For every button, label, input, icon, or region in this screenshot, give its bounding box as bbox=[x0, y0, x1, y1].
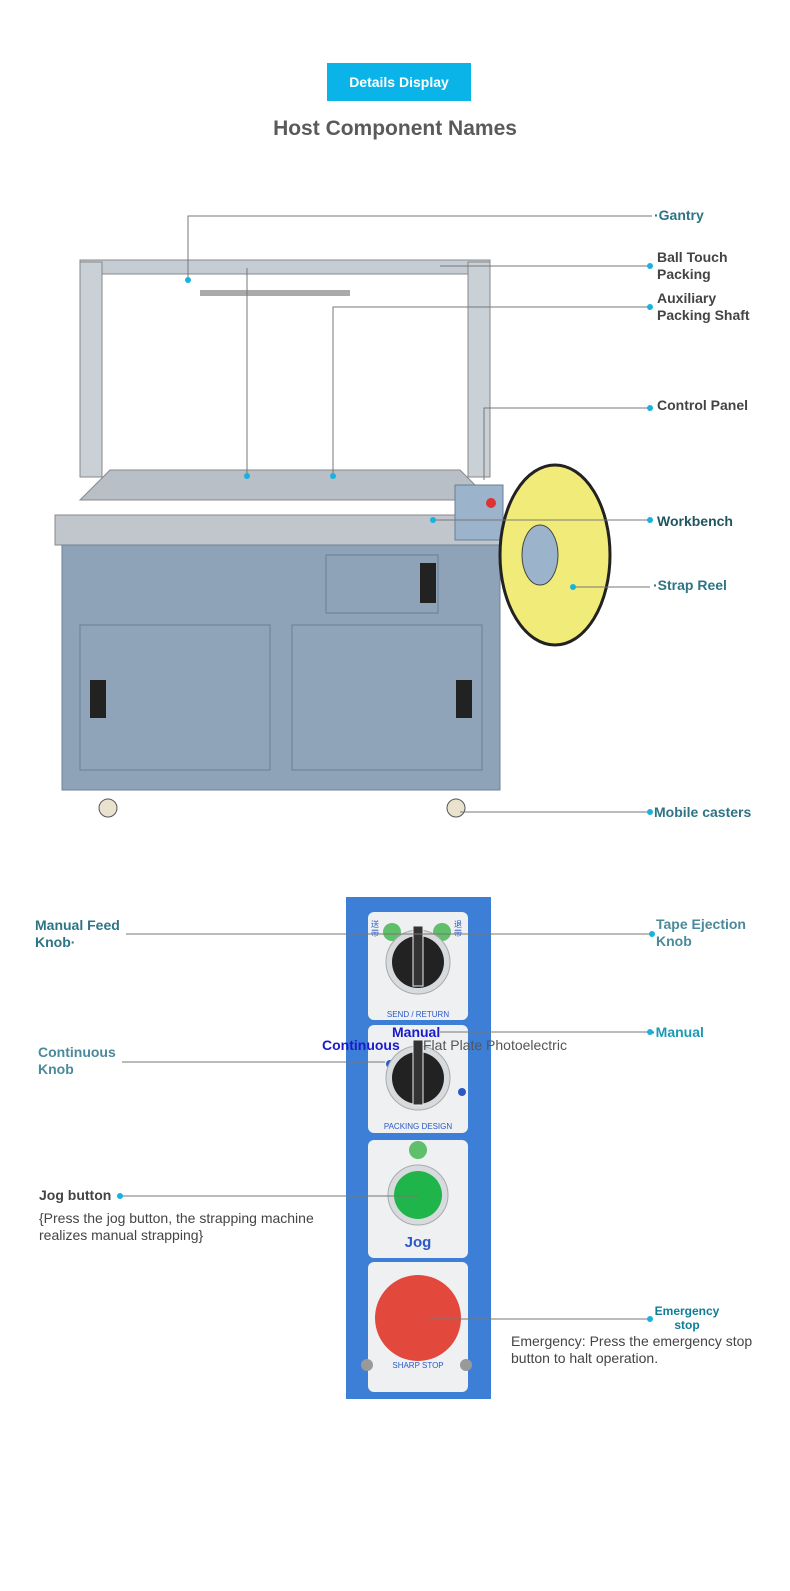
sharp-stop-text: SHARP STOP bbox=[392, 1361, 444, 1370]
label-manual-feed-knob: Manual Feed Knob· bbox=[35, 917, 120, 950]
jog-description: {Press the jog button, the strapping mac… bbox=[39, 1210, 314, 1243]
control-panel-image bbox=[346, 897, 491, 1399]
label-jog-button: Jog button bbox=[39, 1187, 112, 1203]
overlay-manual: Manual bbox=[392, 1024, 441, 1040]
label-auxiliary-packing-shaft: Auxiliary Packing Shaft bbox=[657, 290, 750, 323]
label-manual: ·Manual bbox=[651, 1024, 704, 1040]
label-mobile-casters: Mobile casters bbox=[654, 804, 752, 820]
details-display-badge: Details Display bbox=[327, 63, 471, 101]
overlay-continuous: Continuous bbox=[322, 1037, 400, 1053]
page-title: Host Component Names bbox=[273, 117, 517, 140]
emergency-description: Emergency: Press the emergency stop butt… bbox=[511, 1333, 753, 1366]
label-tape-ejection-knob: Tape Ejection Knob bbox=[656, 916, 746, 949]
label-control-panel: Control Panel bbox=[657, 397, 749, 413]
label-continuous-knob: Continuous Knob bbox=[38, 1044, 116, 1077]
jog-text: Jog bbox=[404, 1234, 432, 1251]
label-emergency-stop: Emergency stop bbox=[654, 1304, 720, 1332]
overlay-flat-plate-photoelectric: Flat Plate Photoelectric bbox=[423, 1037, 567, 1053]
packing-design-text: PACKING DESIGN bbox=[383, 1122, 453, 1131]
label-gantry: ·Gantry bbox=[654, 207, 704, 223]
label-workbench: Workbench bbox=[657, 513, 733, 529]
label-ball-touch-packing: Ball Touch Packing bbox=[657, 249, 728, 282]
return-cn-text: 退带 bbox=[454, 920, 462, 938]
send-cn-text: 送带 bbox=[371, 920, 379, 938]
send-return-text: SEND / RETURN bbox=[386, 1010, 450, 1019]
label-strap-reel: ·Strap Reel bbox=[653, 577, 727, 593]
